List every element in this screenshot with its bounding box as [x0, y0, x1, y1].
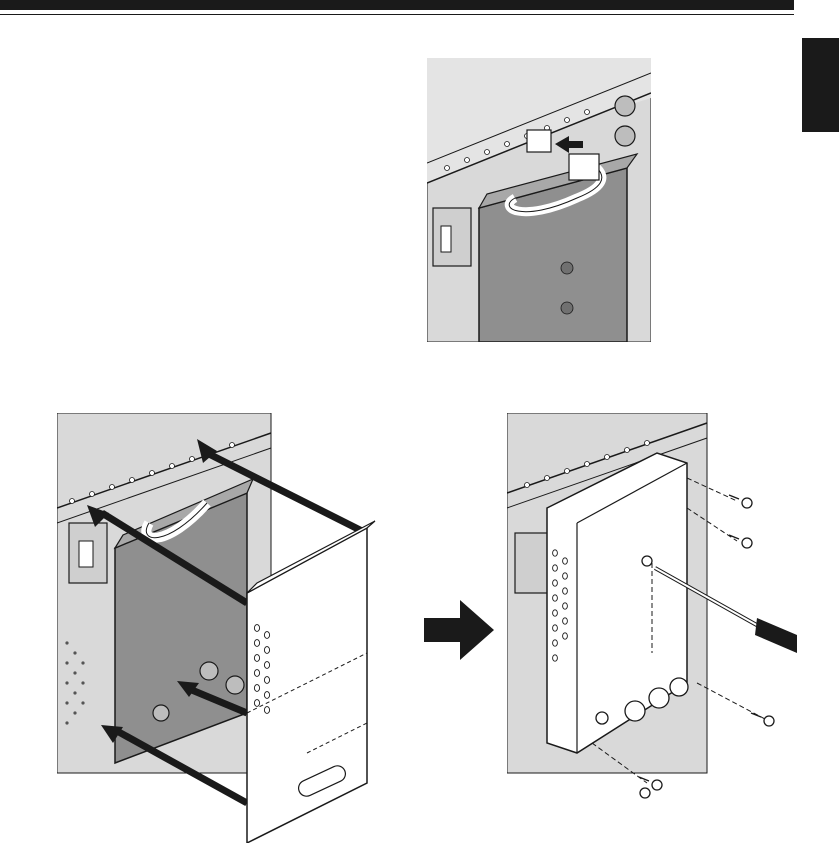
- right-arrow-icon: [424, 600, 494, 660]
- header-rule-thin: [0, 14, 794, 15]
- section-tab-marker: [802, 38, 839, 132]
- insert-module-illustration: [57, 413, 412, 843]
- attach-cover-screws-illustration: [507, 413, 797, 803]
- connect-cable-illustration: [427, 58, 651, 342]
- header-rule-thick: [0, 0, 794, 10]
